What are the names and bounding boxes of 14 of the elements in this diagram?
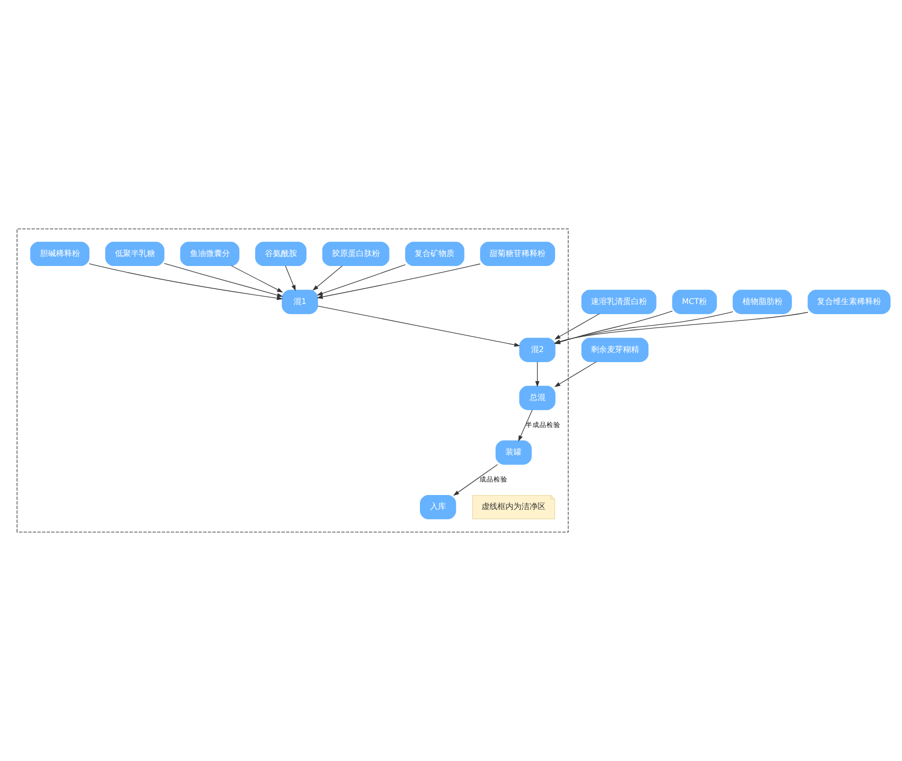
arrow — [88, 263, 283, 300]
arrow — [554, 361, 597, 388]
arrow — [231, 265, 283, 292]
arrow — [317, 306, 520, 347]
arrow — [312, 266, 343, 291]
arrow — [164, 263, 284, 298]
arrow — [535, 362, 540, 388]
arrow — [316, 264, 406, 296]
arrow — [453, 464, 498, 496]
arrow — [285, 266, 296, 291]
arrow — [554, 313, 600, 340]
cluster — [16, 228, 569, 532]
arrow — [316, 264, 481, 299]
arrow — [518, 410, 533, 442]
